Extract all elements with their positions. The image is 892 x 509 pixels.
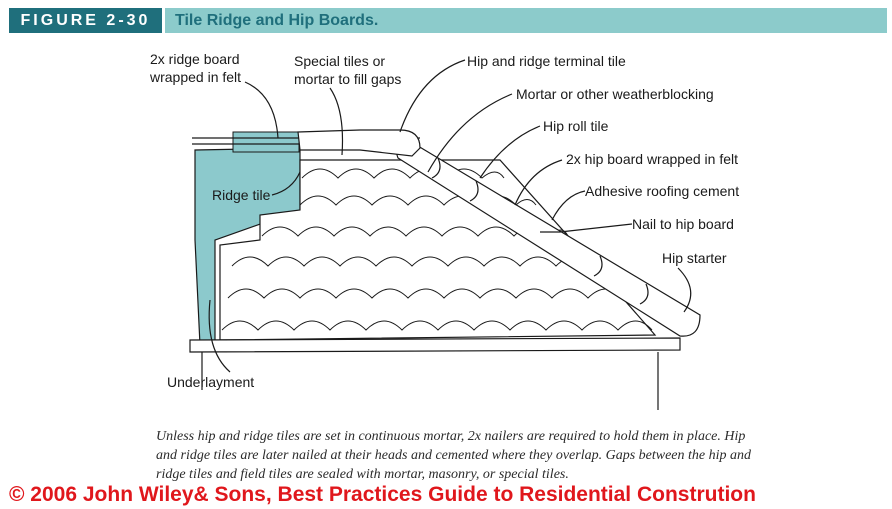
callout-ridge-board-1: 2x ridge board — [150, 51, 240, 67]
callout-terminal-tile: Hip and ridge terminal tile — [467, 53, 626, 69]
figure-header: FIGURE 2-30 Tile Ridge and Hip Boards. — [9, 8, 887, 33]
callout-hip-roll: Hip roll tile — [543, 118, 609, 134]
ridge-terminal-tile — [297, 129, 421, 157]
figure-title-bar: Tile Ridge and Hip Boards. — [165, 8, 887, 33]
eave-fascia — [189, 337, 681, 353]
figure-title: Tile Ridge and Hip Boards. — [175, 12, 379, 29]
callout-nail: Nail to hip board — [632, 216, 734, 232]
callout-ridge-board-2: wrapped in felt — [149, 69, 241, 85]
callout-special-tiles-2: mortar to fill gaps — [294, 71, 401, 87]
callout-hip-starter: Hip starter — [662, 250, 727, 266]
callout-special-tiles-1: Special tiles or — [294, 53, 385, 69]
callout-ridge-tile: Ridge tile — [212, 187, 271, 203]
callout-underlayment: Underlayment — [167, 374, 254, 390]
callout-adhesive: Adhesive roofing cement — [585, 183, 739, 199]
figure-label: FIGURE 2-30 — [9, 8, 162, 33]
callout-mortar: Mortar or other weatherblocking — [516, 86, 714, 102]
underlayment-sheet — [194, 147, 301, 346]
wall-line — [201, 352, 659, 410]
copyright-notice: © 2006 John Wiley& Sons, Best Practices … — [9, 483, 756, 506]
leader-lines — [208, 59, 692, 373]
ridge-board-felt — [232, 131, 300, 153]
callout-hip-board: 2x hip board wrapped in felt — [566, 151, 738, 167]
figure-caption: Unless hip and ridge tiles are set in co… — [156, 429, 752, 482]
